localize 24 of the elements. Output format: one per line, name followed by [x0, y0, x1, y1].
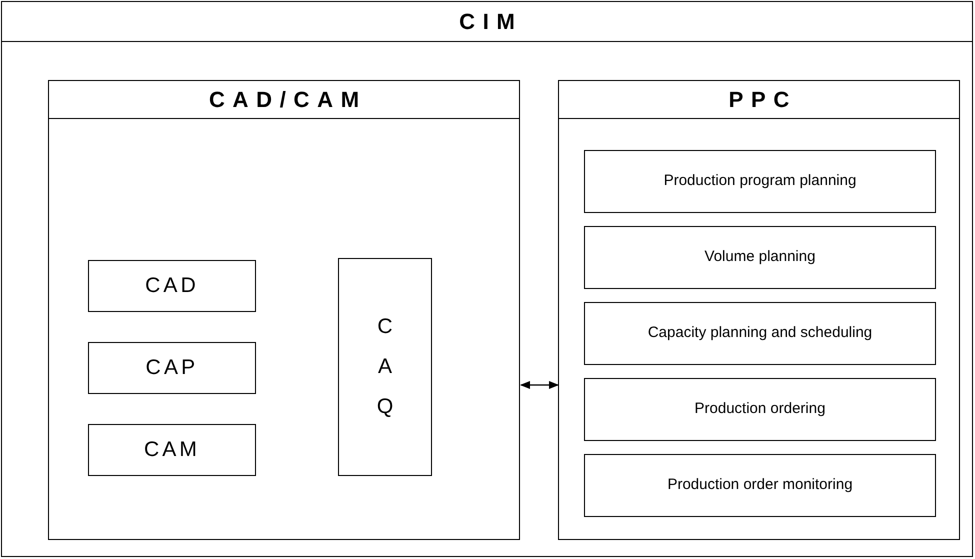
container-box: [558, 80, 960, 540]
process-box: [584, 454, 936, 517]
container-title: CIM: [2, 2, 972, 42]
process-box: [584, 302, 936, 365]
process-box: [584, 378, 936, 441]
box-label: CAP: [146, 355, 198, 382]
process-box: [584, 226, 936, 289]
process-box: [88, 342, 256, 394]
container-title: CAD/CAM: [49, 81, 519, 119]
box-label: CAM: [144, 437, 200, 464]
box-label: Volume planning: [704, 247, 816, 268]
box-label: Capacity planning and scheduling: [648, 323, 872, 344]
process-box: [88, 424, 256, 476]
box-label: Production order monitoring: [667, 475, 853, 496]
box-label: Production ordering: [694, 399, 826, 420]
box-label: CAQ: [376, 314, 394, 420]
double-arrow: [520, 381, 559, 389]
container-title: PPC: [559, 81, 959, 119]
process-box: [88, 260, 256, 312]
box-label: Production program planning: [664, 171, 856, 192]
box-label: CAD: [145, 273, 199, 300]
process-box: [584, 150, 936, 213]
process-box: [338, 258, 432, 476]
container-box: [48, 80, 520, 540]
